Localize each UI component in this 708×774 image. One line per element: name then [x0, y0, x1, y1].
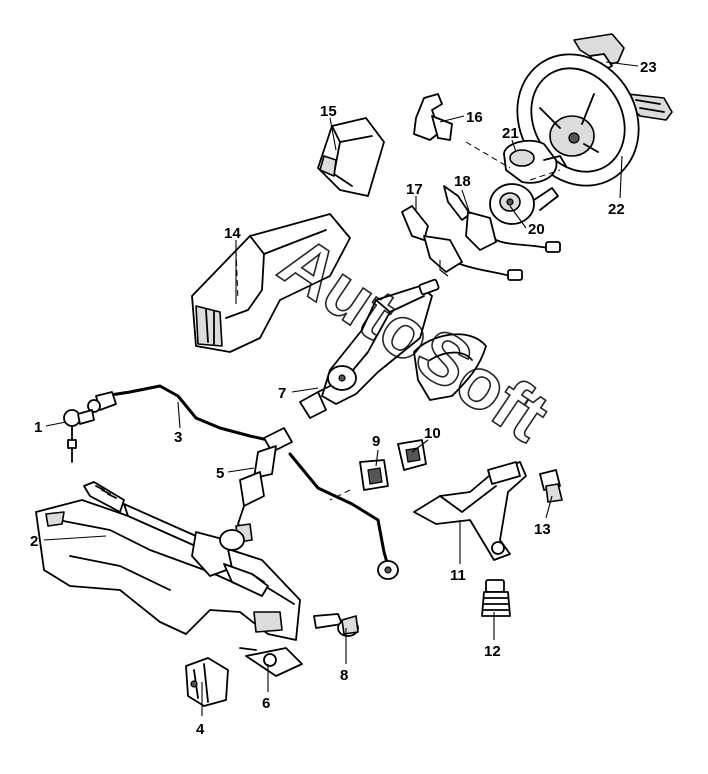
- callout-8[interactable]: 8: [340, 667, 348, 684]
- callout-4[interactable]: 4: [196, 721, 205, 738]
- callout-3[interactable]: 3: [174, 429, 182, 446]
- part-14-lower-shroud[interactable]: [191, 213, 351, 353]
- part-16-key[interactable]: [413, 93, 453, 141]
- part-4-mount-clamp[interactable]: [185, 657, 229, 707]
- part-3-stabilizer-bar[interactable]: [87, 384, 270, 442]
- part-10-bracket[interactable]: [397, 439, 427, 471]
- callout-2[interactable]: 2: [30, 533, 38, 550]
- lower-column-cover[interactable]: [413, 333, 487, 401]
- callout-22[interactable]: 22: [608, 201, 625, 218]
- callout-16[interactable]: 16: [466, 109, 483, 126]
- callout-9[interactable]: 9: [372, 433, 380, 450]
- part-8-outer-tie-rod[interactable]: [313, 613, 359, 637]
- steering-rack[interactable]: [83, 481, 295, 605]
- callout-12[interactable]: 12: [484, 643, 501, 660]
- leader-lines: [43, 61, 639, 716]
- callout-14[interactable]: 14: [224, 225, 241, 242]
- part-23-horn-pad[interactable]: [573, 33, 673, 121]
- callout-23[interactable]: 23: [640, 59, 657, 76]
- part-13-bolt[interactable]: [539, 469, 563, 503]
- part-15-upper-cover[interactable]: [317, 117, 385, 197]
- callout-5[interactable]: 5: [216, 465, 224, 482]
- part-7-steering-column[interactable]: [299, 278, 440, 419]
- part-21-switch-body[interactable]: [503, 139, 567, 184]
- watermark-text: AutoSoft: [266, 221, 563, 457]
- callout-18[interactable]: 18: [454, 173, 471, 190]
- part-20-ignition-lock[interactable]: [489, 183, 559, 225]
- callout-7[interactable]: 7: [278, 385, 286, 402]
- watermark: AutoSoft: [265, 220, 563, 458]
- part-2-subframe[interactable]: [35, 499, 301, 641]
- callout-labels: 1 2 3 4 5 6 7 8 9 10 11 12 13 14 15 16 1…: [30, 59, 657, 738]
- callout-21[interactable]: 21: [502, 125, 519, 142]
- callout-17[interactable]: 17: [406, 181, 423, 198]
- callout-20[interactable]: 20: [528, 221, 545, 238]
- callout-10[interactable]: 10: [424, 425, 441, 442]
- callout-15[interactable]: 15: [320, 103, 337, 120]
- part-18-wiper-switch[interactable]: [443, 185, 561, 253]
- callout-11[interactable]: 11: [450, 567, 466, 584]
- part-5-intermediate-shaft[interactable]: [235, 427, 293, 543]
- callout-6[interactable]: 6: [262, 695, 270, 712]
- part-12-bushing[interactable]: [481, 579, 511, 617]
- part-9-bracket[interactable]: [359, 459, 389, 491]
- part-22-steering-wheel[interactable]: [494, 32, 662, 208]
- part-17-indicator-switch[interactable]: [401, 205, 523, 281]
- part-6-mount-bracket[interactable]: [239, 647, 303, 677]
- callout-13[interactable]: 13: [534, 521, 551, 538]
- part-1-tie-rod-end[interactable]: [63, 409, 95, 463]
- link-rod[interactable]: [288, 452, 399, 580]
- part-11-control-arm[interactable]: [413, 461, 527, 561]
- callout-1[interactable]: 1: [34, 419, 42, 436]
